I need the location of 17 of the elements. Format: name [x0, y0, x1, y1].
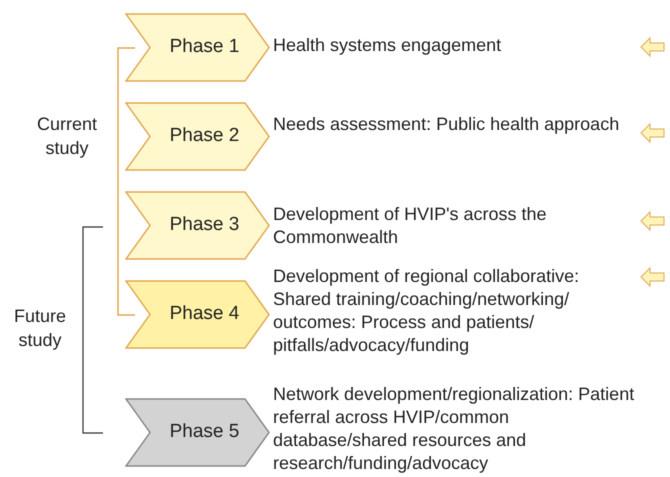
bracket-label: Future study — [12, 305, 68, 352]
phase-description: Needs assessment: Public health approach — [273, 113, 620, 136]
chevron-shape — [125, 280, 270, 349]
phase-description: Health systems engagement — [273, 34, 502, 57]
phase-label: Phase 2 — [168, 124, 240, 148]
phase-label: Phase 1 — [168, 35, 240, 60]
phase-description: Development of HVIP's across the Commonwealth — [273, 203, 548, 249]
bracket-label: Current study — [36, 113, 98, 160]
phase-description: Network development/regionalization: Patient referral across HVIP/common database/shared resources and research/funding/advocacy — [273, 383, 636, 475]
chevron-shape — [125, 398, 270, 467]
phase-label: Phase 5 — [168, 420, 240, 444]
phase-label: Phase 3 — [168, 213, 240, 238]
phase-label: Phase 4 — [168, 302, 240, 326]
phase-description: Development of regional collaborative: Shared training/coaching/networking/ outcomes: Process and patients/ pitfalls/advocacy/funding — [273, 265, 580, 357]
chevron-shape — [125, 191, 270, 260]
chevron-shape — [125, 13, 270, 82]
chevron-shape — [125, 102, 270, 171]
